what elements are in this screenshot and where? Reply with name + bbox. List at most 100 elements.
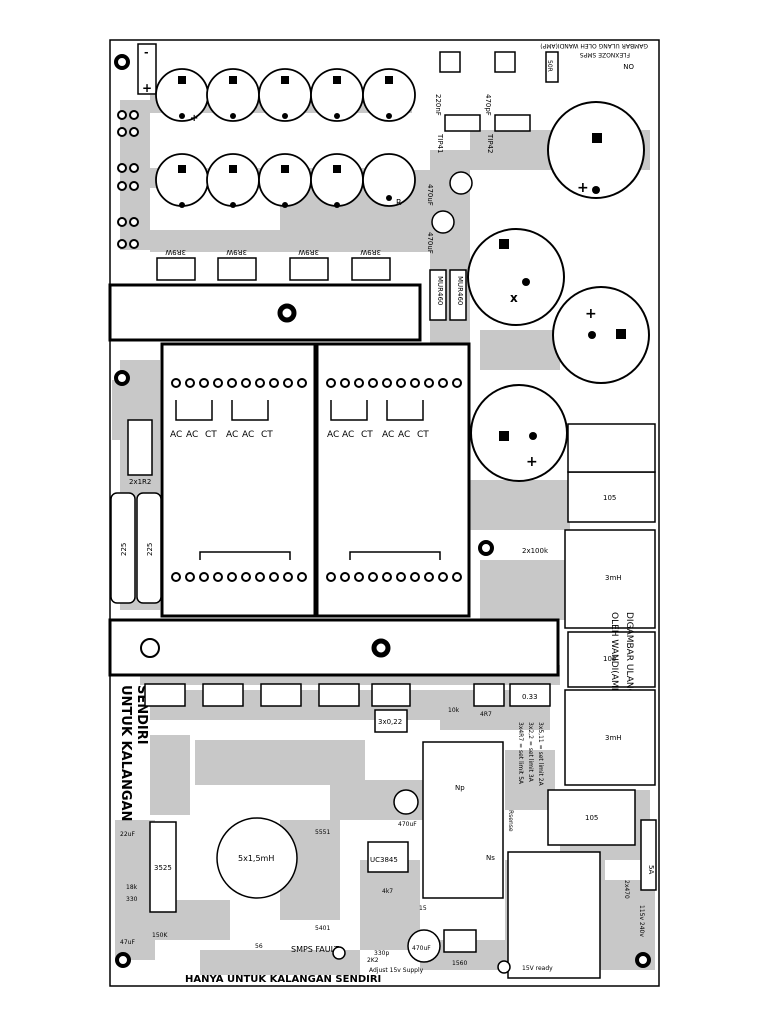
footer-label: HANYA UNTUK KALANGAN SENDIRI bbox=[185, 974, 381, 985]
adjust-label: Adjust 15v Supply bbox=[369, 967, 424, 974]
np-label: Np bbox=[455, 784, 465, 792]
mount-hole bbox=[114, 370, 130, 386]
res-4k7: 4k7 bbox=[382, 888, 393, 895]
mount-hole bbox=[140, 638, 160, 658]
transformer-left-pins-top bbox=[171, 378, 307, 388]
res-15: 15 bbox=[419, 905, 427, 912]
fuse-label-1: 3R9W bbox=[165, 248, 186, 256]
ready-led bbox=[497, 960, 511, 974]
fault-led bbox=[332, 946, 346, 960]
res-0.33: 0.33 bbox=[522, 693, 538, 701]
part-220nf: 220nF bbox=[434, 94, 442, 116]
resistor-2x1r2-label: 2x1R2 bbox=[129, 478, 151, 486]
inductor-3mh-a-label: 3mH bbox=[605, 574, 622, 582]
transformer-right-pin-4: AC bbox=[382, 430, 394, 440]
transformer-np-block bbox=[422, 741, 504, 899]
transformer-left-pin-3: CT bbox=[205, 430, 217, 440]
capacitor-225-b bbox=[136, 492, 162, 604]
mirror-text-1: DIGAMBAR ULANG bbox=[624, 612, 634, 696]
transformer-left-pin-2: AC bbox=[186, 430, 198, 440]
varistor-label: 2x470 bbox=[623, 880, 630, 899]
res-150k: 150K bbox=[152, 932, 168, 939]
mount-hole bbox=[115, 952, 131, 968]
electrolytic-470uf-b bbox=[407, 929, 441, 963]
cap-330p: 330p bbox=[374, 950, 389, 957]
fuse-rating: 5A bbox=[647, 865, 655, 874]
resistor-2x1r2 bbox=[127, 419, 153, 476]
capacitor-105-a-label: 105 bbox=[603, 494, 616, 502]
transformer-right-pin-5: AC bbox=[398, 430, 410, 440]
cap-plus-mark: + bbox=[190, 113, 198, 124]
res-18k: 18k bbox=[126, 884, 138, 891]
resistor-2x100k-label: 2x100k bbox=[522, 547, 549, 555]
res-3x0.22 bbox=[374, 709, 408, 733]
smps-fault-label: SMPS FAULT bbox=[291, 945, 339, 954]
res-2k2: 2K2 bbox=[367, 957, 379, 964]
ns-label: Ns bbox=[486, 854, 495, 862]
ic-uc3845 bbox=[367, 841, 409, 873]
ready-label: 15V ready bbox=[522, 965, 553, 972]
transformer-left bbox=[160, 342, 317, 618]
title-line-1: UNTUK KALANGAN bbox=[118, 685, 133, 821]
transformer-right-pin-2: AC bbox=[342, 430, 354, 440]
fuse-label-3: 3R9W bbox=[298, 248, 319, 256]
rsense-note-4: Rsense bbox=[507, 810, 514, 832]
on-label: ON bbox=[623, 62, 634, 70]
capacitor-105-c-label: 105 bbox=[585, 814, 598, 822]
inductor-3mh-b bbox=[564, 689, 656, 786]
heatsink-bar-bottom bbox=[108, 618, 560, 677]
ic-uc3845-label: UC3845 bbox=[370, 856, 398, 864]
fuse-label-2: 3R9W bbox=[226, 248, 247, 256]
transformer-right-pins-top bbox=[326, 378, 462, 388]
res-4r7: 4R7 bbox=[480, 711, 492, 718]
part-tip41: TIP41 bbox=[436, 133, 444, 153]
part-tip42: TIP42 bbox=[486, 133, 494, 153]
cap-470uf-label-b: 470uF bbox=[412, 945, 431, 952]
driver-transistors bbox=[439, 51, 559, 132]
out-cap-plus-2: + bbox=[585, 306, 597, 322]
mount-hole bbox=[635, 952, 651, 968]
mount-hole bbox=[371, 638, 391, 658]
transformer-right-pin-6: CT bbox=[417, 430, 429, 440]
res-330: 330 bbox=[126, 896, 138, 903]
fuse-holder bbox=[640, 819, 657, 891]
transformer-left-pin-1: AC bbox=[170, 430, 182, 440]
corner-hole bbox=[114, 54, 130, 70]
diode-mur460-b bbox=[449, 269, 467, 321]
power-device-pads bbox=[156, 257, 391, 281]
transformer-right-pin-1: AC bbox=[327, 430, 339, 440]
capacitor-105-c bbox=[547, 789, 636, 846]
cap-470uf-a: 470uF bbox=[426, 184, 434, 206]
diode-mur460-a bbox=[429, 269, 447, 321]
capacitor-225-a-label: 225 bbox=[120, 543, 128, 556]
ic-3525-label: 3525 bbox=[154, 864, 172, 872]
input-pads bbox=[117, 110, 139, 249]
transformer-left-pins-bottom bbox=[171, 572, 307, 582]
terminal-minus: - bbox=[144, 46, 149, 59]
out-cap-plus-1: + bbox=[577, 180, 589, 196]
res-3x0.22-label: 3x0,22 bbox=[378, 718, 402, 726]
inductor-3mh-b-label: 3mH bbox=[605, 734, 622, 742]
pad-strip bbox=[567, 423, 656, 473]
transformer-right bbox=[315, 342, 471, 618]
input-terminal bbox=[137, 43, 157, 95]
cap-47uf: 47uF bbox=[120, 939, 135, 946]
credit-line-1: GAMBAR ULANG OLEH WANDI(AMP) bbox=[540, 42, 648, 49]
voltage-select: 115v 240v bbox=[638, 905, 645, 937]
transformer-right-pins-bottom bbox=[326, 572, 462, 582]
transformer-left-pin-6: CT bbox=[261, 430, 273, 440]
toroid-inductor bbox=[216, 817, 298, 899]
rsense-note-3: 3x5,11 = set limit 2A bbox=[537, 722, 544, 787]
ic-3525 bbox=[149, 821, 177, 913]
transformer-left-pin-4: AC bbox=[226, 430, 238, 440]
relay bbox=[507, 851, 601, 979]
res-56: 56 bbox=[255, 943, 263, 950]
electrolytic-470uf-a bbox=[393, 789, 419, 815]
part-50r: 50R bbox=[546, 60, 553, 72]
rsense-note-2: 3x2,2 = set limit 3A bbox=[527, 722, 534, 783]
mount-hole bbox=[478, 540, 494, 556]
capacitor-105-b bbox=[567, 631, 656, 688]
winding-brackets bbox=[175, 400, 441, 560]
capacitor-225-b-label: 225 bbox=[146, 543, 154, 556]
trans-5401: 5401 bbox=[315, 925, 330, 932]
